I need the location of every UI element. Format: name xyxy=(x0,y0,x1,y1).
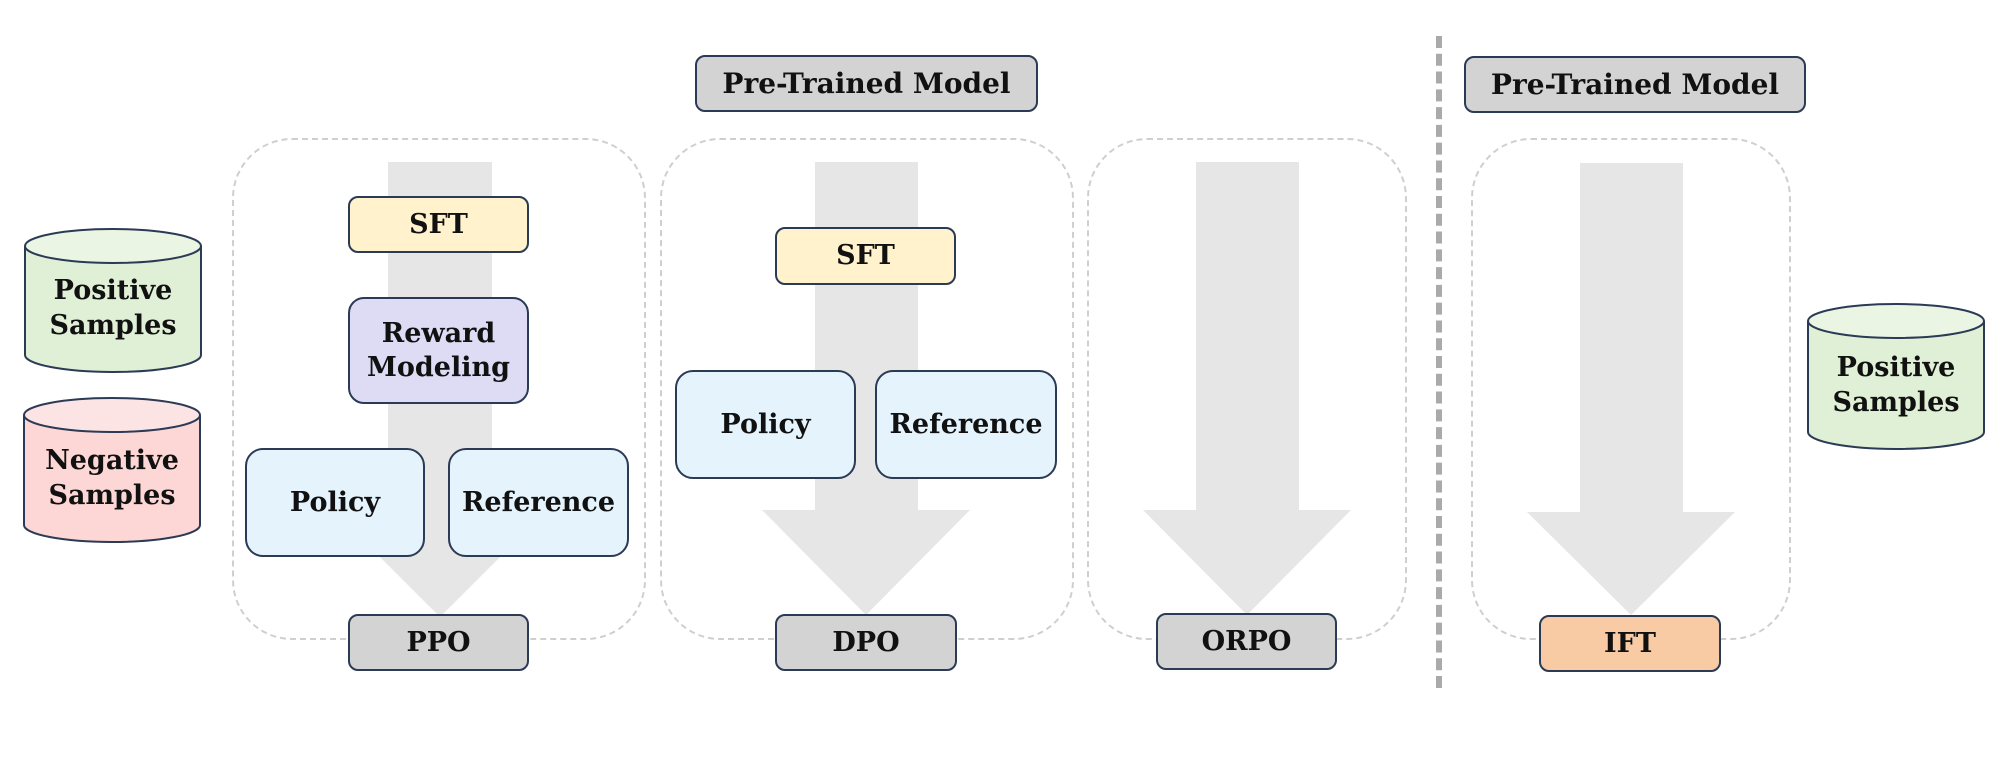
dpo-reference-box: Reference xyxy=(875,370,1057,479)
ppo-policy-box: Policy xyxy=(245,448,425,557)
section-divider xyxy=(1436,36,1442,688)
negative-samples-cylinder xyxy=(23,397,201,543)
positive-samples-cylinder-left xyxy=(24,228,202,373)
pretrained-model-header-ift: Pre-Trained Model xyxy=(1464,56,1806,113)
ppo-reference-box: Reference xyxy=(448,448,629,557)
dpo-policy-box: Policy xyxy=(675,370,856,479)
pretrained-model-header-preference: Pre-Trained Model xyxy=(695,55,1038,112)
ift-flow-arrow xyxy=(1527,163,1735,615)
ift-panel xyxy=(1471,138,1791,640)
positive-samples-cylinder-right xyxy=(1807,303,1985,450)
orpo-panel xyxy=(1087,138,1407,640)
ppo-label: PPO xyxy=(348,614,529,671)
dpo-sft-box: SFT xyxy=(775,227,956,285)
dpo-label: DPO xyxy=(775,614,957,671)
orpo-flow-arrow xyxy=(1143,162,1351,615)
orpo-label: ORPO xyxy=(1156,613,1337,670)
ift-label: IFT xyxy=(1539,615,1721,672)
ppo-sft-box: SFT xyxy=(348,196,529,253)
